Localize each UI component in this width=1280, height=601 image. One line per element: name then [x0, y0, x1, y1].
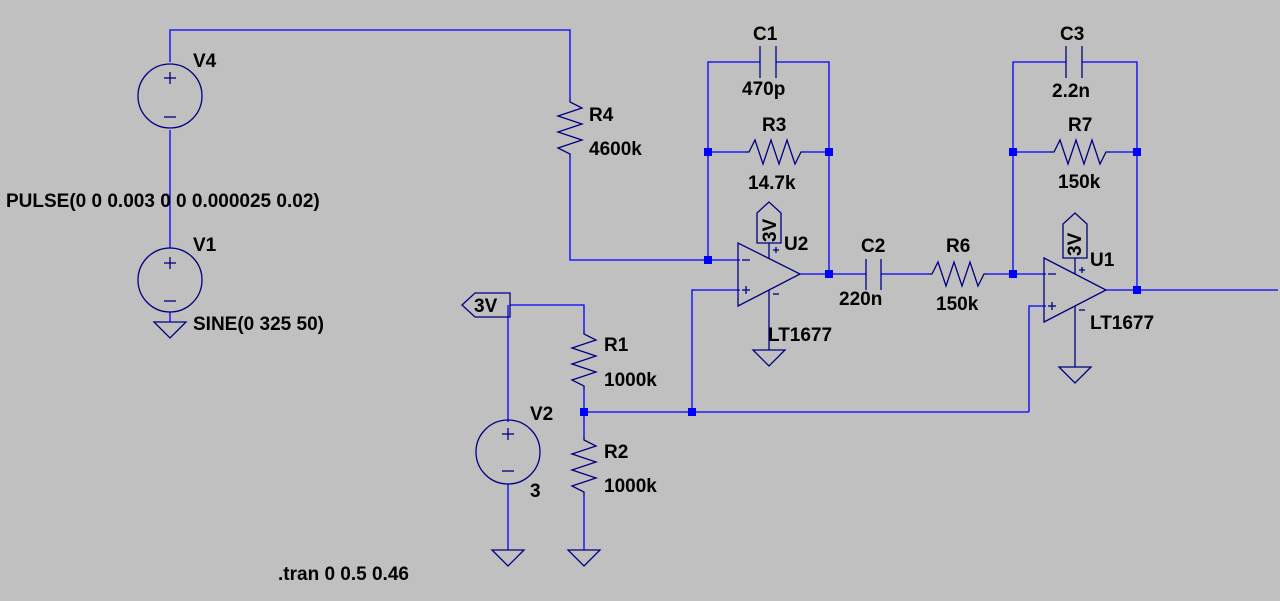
- junction-dot: [1133, 148, 1141, 156]
- junction-dot: [1133, 286, 1141, 294]
- junction-dot: [704, 256, 712, 264]
- supply-flag-u2: [756, 201, 782, 244]
- label-r3-name: R3: [762, 115, 786, 136]
- ground-symbol: [566, 549, 602, 567]
- label-r1-name: R1: [604, 335, 629, 356]
- resistor-r7[interactable]: [1050, 137, 1110, 167]
- junctions: [580, 148, 1141, 416]
- label-v1-name: V1: [193, 235, 217, 256]
- label-c1-value: 470p: [742, 79, 785, 100]
- wires: [169, 29, 1278, 550]
- junction-dot: [825, 148, 833, 156]
- label-r2-name: R2: [604, 442, 628, 463]
- resistor-r4[interactable]: [555, 98, 585, 158]
- label-c2-name: C2: [861, 236, 885, 257]
- label-u2-model: LT1677: [768, 325, 832, 346]
- resistor-r6[interactable]: [928, 259, 988, 289]
- label-v4-name: V4: [193, 51, 217, 72]
- supply-flag-u1: [1062, 212, 1088, 259]
- label-v1-value: SINE(0 325 50): [193, 314, 324, 335]
- capacitor-c3[interactable]: [1065, 46, 1083, 78]
- voltage-source-v2[interactable]: [475, 419, 541, 485]
- resistor-r1[interactable]: [569, 330, 599, 390]
- label-net-flag-3v: 3V: [474, 296, 498, 317]
- label-r4-name: R4: [589, 105, 614, 126]
- ground-symbol: [152, 321, 188, 339]
- label-u2-supply: 3V: [760, 218, 781, 242]
- label-u2-name: U2: [784, 234, 808, 255]
- label-u1-model: LT1677: [1090, 313, 1154, 334]
- label-c2-value: 220n: [839, 289, 882, 310]
- voltage-source-v1[interactable]: [137, 247, 203, 313]
- label-c3-name: C3: [1060, 24, 1084, 45]
- capacitor-c1[interactable]: [759, 46, 777, 78]
- label-r7-name: R7: [1068, 115, 1092, 136]
- junction-dot: [688, 408, 696, 416]
- net-flag-3v[interactable]: [461, 292, 511, 318]
- opamp-u1[interactable]: [1043, 256, 1108, 384]
- junction-dot: [704, 148, 712, 156]
- ground-symbol: [490, 549, 526, 567]
- label-pulse-value: PULSE(0 0 0.003 0 0 0.000025 0.02): [6, 191, 320, 212]
- label-v2-value: 3: [530, 481, 541, 502]
- label-u1-supply: 3V: [1065, 232, 1086, 256]
- label-r6-name: R6: [946, 236, 970, 257]
- label-c3-value: 2.2n: [1052, 81, 1090, 102]
- spice-directive[interactable]: .tran 0 0.5 0.46: [278, 564, 409, 585]
- label-u1-name: U1: [1090, 250, 1115, 271]
- voltage-source-v4[interactable]: [137, 63, 203, 129]
- label-r4-value: 4600k: [589, 139, 642, 160]
- label-v2-name: V2: [530, 404, 553, 425]
- label-r2-value: 1000k: [604, 476, 657, 497]
- label-r3-value: 14.7k: [748, 173, 796, 194]
- capacitor-c2[interactable]: [865, 259, 882, 290]
- junction-dot: [580, 408, 588, 416]
- junction-dot: [1009, 148, 1017, 156]
- resistor-r3[interactable]: [745, 137, 805, 167]
- resistor-r2[interactable]: [569, 436, 599, 496]
- label-r1-value: 1000k: [604, 370, 657, 391]
- label-c1-name: C1: [753, 24, 778, 45]
- junction-dot: [825, 270, 833, 278]
- junction-dot: [1009, 270, 1017, 278]
- label-r7-value: 150k: [1058, 172, 1101, 193]
- label-r6-value: 150k: [936, 294, 979, 315]
- opamp-u2[interactable]: [737, 241, 802, 367]
